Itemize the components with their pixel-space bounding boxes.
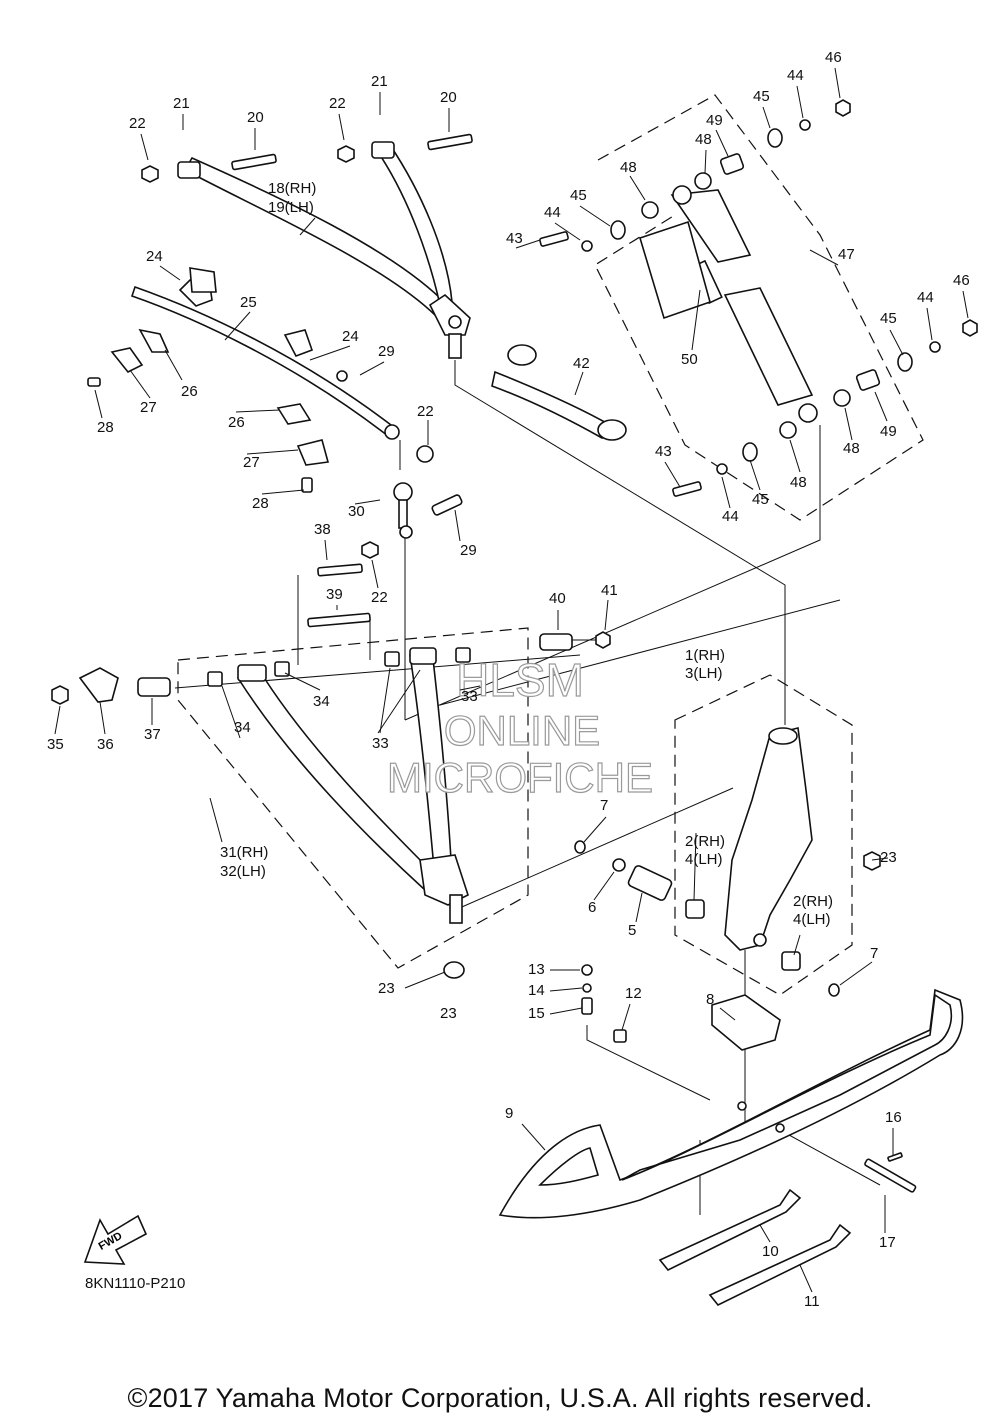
callout: 15 [528, 1005, 545, 1022]
callout: 27 [140, 399, 157, 416]
callout: 30 [348, 503, 365, 520]
callout: 22 [371, 589, 388, 606]
callout: 40 [549, 590, 566, 607]
callout: 45 [753, 88, 770, 105]
watermark-line-1: HLSM [456, 654, 584, 706]
lower-a-arm [51, 631, 611, 924]
callout: 1(RH) [685, 647, 725, 664]
callout: 12 [625, 985, 642, 1002]
spindle [443, 727, 881, 997]
callout: 50 [681, 351, 698, 368]
fwd-arrow: FWD [83, 1214, 148, 1265]
ski-assembly [498, 964, 964, 1307]
callout: 26 [181, 383, 198, 400]
callout: 5 [628, 922, 636, 939]
callout: 21 [371, 73, 388, 90]
callout: 4(LH) [685, 851, 723, 868]
callout: 37 [144, 726, 161, 743]
callout: 29 [378, 343, 395, 360]
callout: 25 [240, 294, 257, 311]
callout: 44 [544, 204, 561, 221]
callout: 23 [440, 1005, 457, 1022]
parts-diagram: HLSM ONLINE MICROFICHE FWD 8KN1110-P210 … [47, 49, 978, 1310]
callout: 6 [588, 899, 596, 916]
callout: 22 [129, 115, 146, 132]
callout: 47 [838, 246, 855, 263]
callout: 43 [506, 230, 523, 247]
callout: 27 [243, 454, 260, 471]
callout: 18(RH) [268, 180, 316, 197]
callout: 43 [655, 443, 672, 460]
callout: 36 [97, 736, 114, 753]
callout: 31(RH) [220, 844, 268, 861]
callout: 45 [752, 491, 769, 508]
callout-labels: 1(RH) 3(LH) 2(RH) 4(LH) 2(RH) 4(LH) 5 6 … [47, 49, 970, 1310]
callout: 7 [870, 945, 878, 962]
callout: 8 [706, 991, 714, 1008]
callout: 20 [247, 109, 264, 126]
callout: 13 [528, 961, 545, 978]
callout: 35 [47, 736, 64, 753]
callout: 7 [600, 797, 608, 814]
callout: 11 [804, 1293, 820, 1310]
upper-a-arm [177, 141, 471, 359]
callout: 32(LH) [220, 863, 266, 880]
sway-link [393, 482, 463, 539]
callout: 24 [146, 248, 163, 265]
group-outlines [177, 94, 924, 996]
callout: 33 [461, 688, 478, 705]
callout: 23 [378, 980, 395, 997]
callout: 42 [573, 355, 590, 372]
callout: 9 [505, 1105, 513, 1122]
callout: 48 [620, 159, 637, 176]
copyright-notice: ©2017 Yamaha Motor Corporation, U.S.A. A… [127, 1383, 873, 1413]
callout: 48 [790, 474, 807, 491]
shock-absorber [581, 99, 978, 475]
callout: 49 [706, 112, 723, 129]
callout: 46 [825, 49, 842, 66]
callout: 45 [880, 310, 897, 327]
steering-arm [491, 344, 627, 441]
callout: 28 [252, 495, 269, 512]
callout: 3(LH) [685, 665, 723, 682]
callout: 21 [173, 95, 190, 112]
diagram-code: 8KN1110-P210 [85, 1275, 185, 1292]
label-leaders [54, 67, 969, 1293]
callout: 2(RH) [685, 833, 725, 850]
watermark: HLSM ONLINE MICROFICHE [386, 653, 653, 801]
callout: 28 [97, 419, 114, 436]
callout: 19(LH) [268, 199, 314, 216]
callout: 23 [880, 849, 897, 866]
watermark-line-3: MICROFICHE [387, 754, 653, 801]
callout: 46 [953, 272, 970, 289]
callout: 22 [417, 403, 434, 420]
callout: 44 [722, 508, 739, 525]
callout: 16 [885, 1109, 902, 1126]
callout: 49 [880, 423, 897, 440]
callout: 4(LH) [793, 911, 831, 928]
callout: 20 [440, 89, 457, 106]
callout: 44 [787, 67, 804, 84]
callout: 10 [762, 1243, 779, 1260]
callout: 22 [329, 95, 346, 112]
callout: 41 [601, 582, 618, 599]
callout: 48 [695, 131, 712, 148]
callout: 39 [326, 586, 343, 603]
callout: 17 [879, 1234, 896, 1251]
sway-bar [87, 267, 434, 493]
watermark-line-2: ONLINE [444, 707, 600, 754]
callout: 38 [314, 521, 331, 538]
callout: 14 [528, 982, 545, 999]
callout: 26 [228, 414, 245, 431]
callout: 24 [342, 328, 359, 345]
bolts [141, 133, 917, 1193]
callout: 45 [570, 187, 587, 204]
callout: 48 [843, 440, 860, 457]
callout: 44 [917, 289, 934, 306]
callout: 33 [372, 735, 389, 752]
callout: 29 [460, 542, 477, 559]
callout: 34 [313, 693, 330, 710]
callout: 2(RH) [793, 893, 833, 910]
